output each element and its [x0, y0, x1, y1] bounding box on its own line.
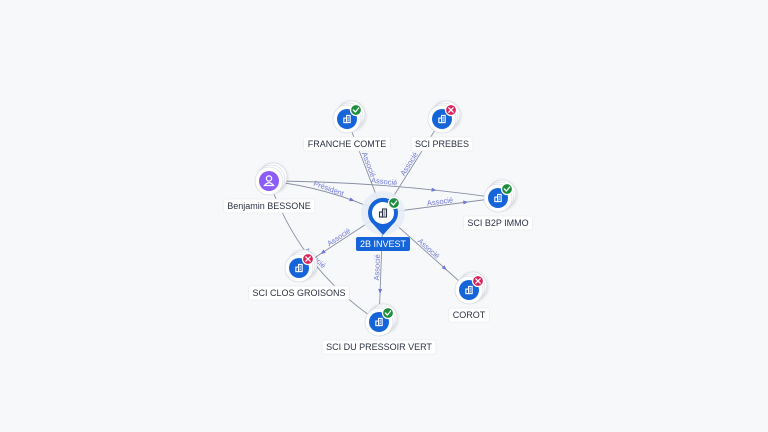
edge-arrow	[349, 197, 355, 202]
check-icon	[381, 306, 395, 320]
edge-arrow	[463, 200, 469, 205]
node-label-text: FRANCHE COMTE	[308, 139, 387, 149]
building-icon	[378, 208, 388, 218]
building-icon	[465, 285, 473, 295]
edge-label: Associé	[325, 226, 352, 248]
building-icon	[343, 114, 351, 124]
node-corot[interactable]: COROT	[448, 271, 490, 323]
node-franche[interactable]: FRANCHE COMTE	[303, 100, 391, 152]
edge-arrow	[378, 288, 383, 294]
edge-benjamin-b2p[interactable]: Associé	[268, 176, 499, 199]
node-label: SCI CLOS GROISONS	[248, 285, 350, 301]
building-icon	[295, 263, 303, 273]
node-label-text: SCI CLOS GROISONS	[252, 288, 345, 298]
building-icon	[438, 114, 446, 124]
node-clos[interactable]: SCI CLOS GROISONS	[248, 249, 350, 301]
node-label-text: SCI B2P IMMO	[467, 218, 528, 228]
node-label: COROT	[448, 307, 490, 323]
edge-arrow	[431, 187, 437, 192]
node-label: SCI DU PRESSOIR VERT	[321, 339, 437, 355]
center-label-text: 2B INVEST	[360, 239, 407, 249]
node-pressoir[interactable]: SCI DU PRESSOIR VERT	[321, 303, 437, 355]
nodes-layer: FRANCHE COMTE SCI PREBES Benjamin BESSONE S…	[222, 100, 533, 355]
node-label: SCI B2P IMMO	[463, 215, 533, 231]
edge-label: Associé	[360, 151, 378, 179]
building-icon	[375, 317, 383, 327]
node-label: SCI PREBES	[410, 136, 474, 152]
check-icon	[349, 103, 363, 117]
cross-icon	[444, 103, 458, 117]
node-label: FRANCHE COMTE	[303, 136, 391, 152]
edge-arrow	[320, 249, 326, 254]
center-layer: 2B INVEST	[355, 191, 411, 251]
node-prebes[interactable]: SCI PREBES	[410, 100, 474, 152]
edge-label: Associé	[426, 195, 453, 207]
center-label: 2B INVEST	[355, 237, 411, 251]
edge-arrow	[441, 265, 447, 271]
node-label: Benjamin BESSONE	[222, 198, 316, 214]
edge-label: Associé	[416, 236, 442, 260]
node-label-text: Benjamin BESSONE	[227, 201, 311, 211]
cross-icon	[471, 274, 485, 288]
node-label-text: COROT	[453, 310, 486, 320]
node-center[interactable]: 2B INVEST	[355, 191, 411, 251]
check-icon	[500, 182, 514, 196]
building-icon	[494, 193, 502, 203]
user-icon	[263, 175, 275, 187]
node-benjamin[interactable]: Benjamin BESSONE	[222, 162, 316, 214]
cross-icon	[301, 252, 315, 266]
node-label-text: SCI PREBES	[415, 139, 469, 149]
check-icon	[387, 196, 401, 210]
node-label-text: SCI DU PRESSOIR VERT	[326, 342, 432, 352]
edge-label: Associé	[371, 176, 398, 188]
edge-label: Associé	[372, 254, 382, 281]
node-b2p[interactable]: SCI B2P IMMO	[463, 179, 533, 231]
edge-label: Associé	[398, 150, 420, 177]
